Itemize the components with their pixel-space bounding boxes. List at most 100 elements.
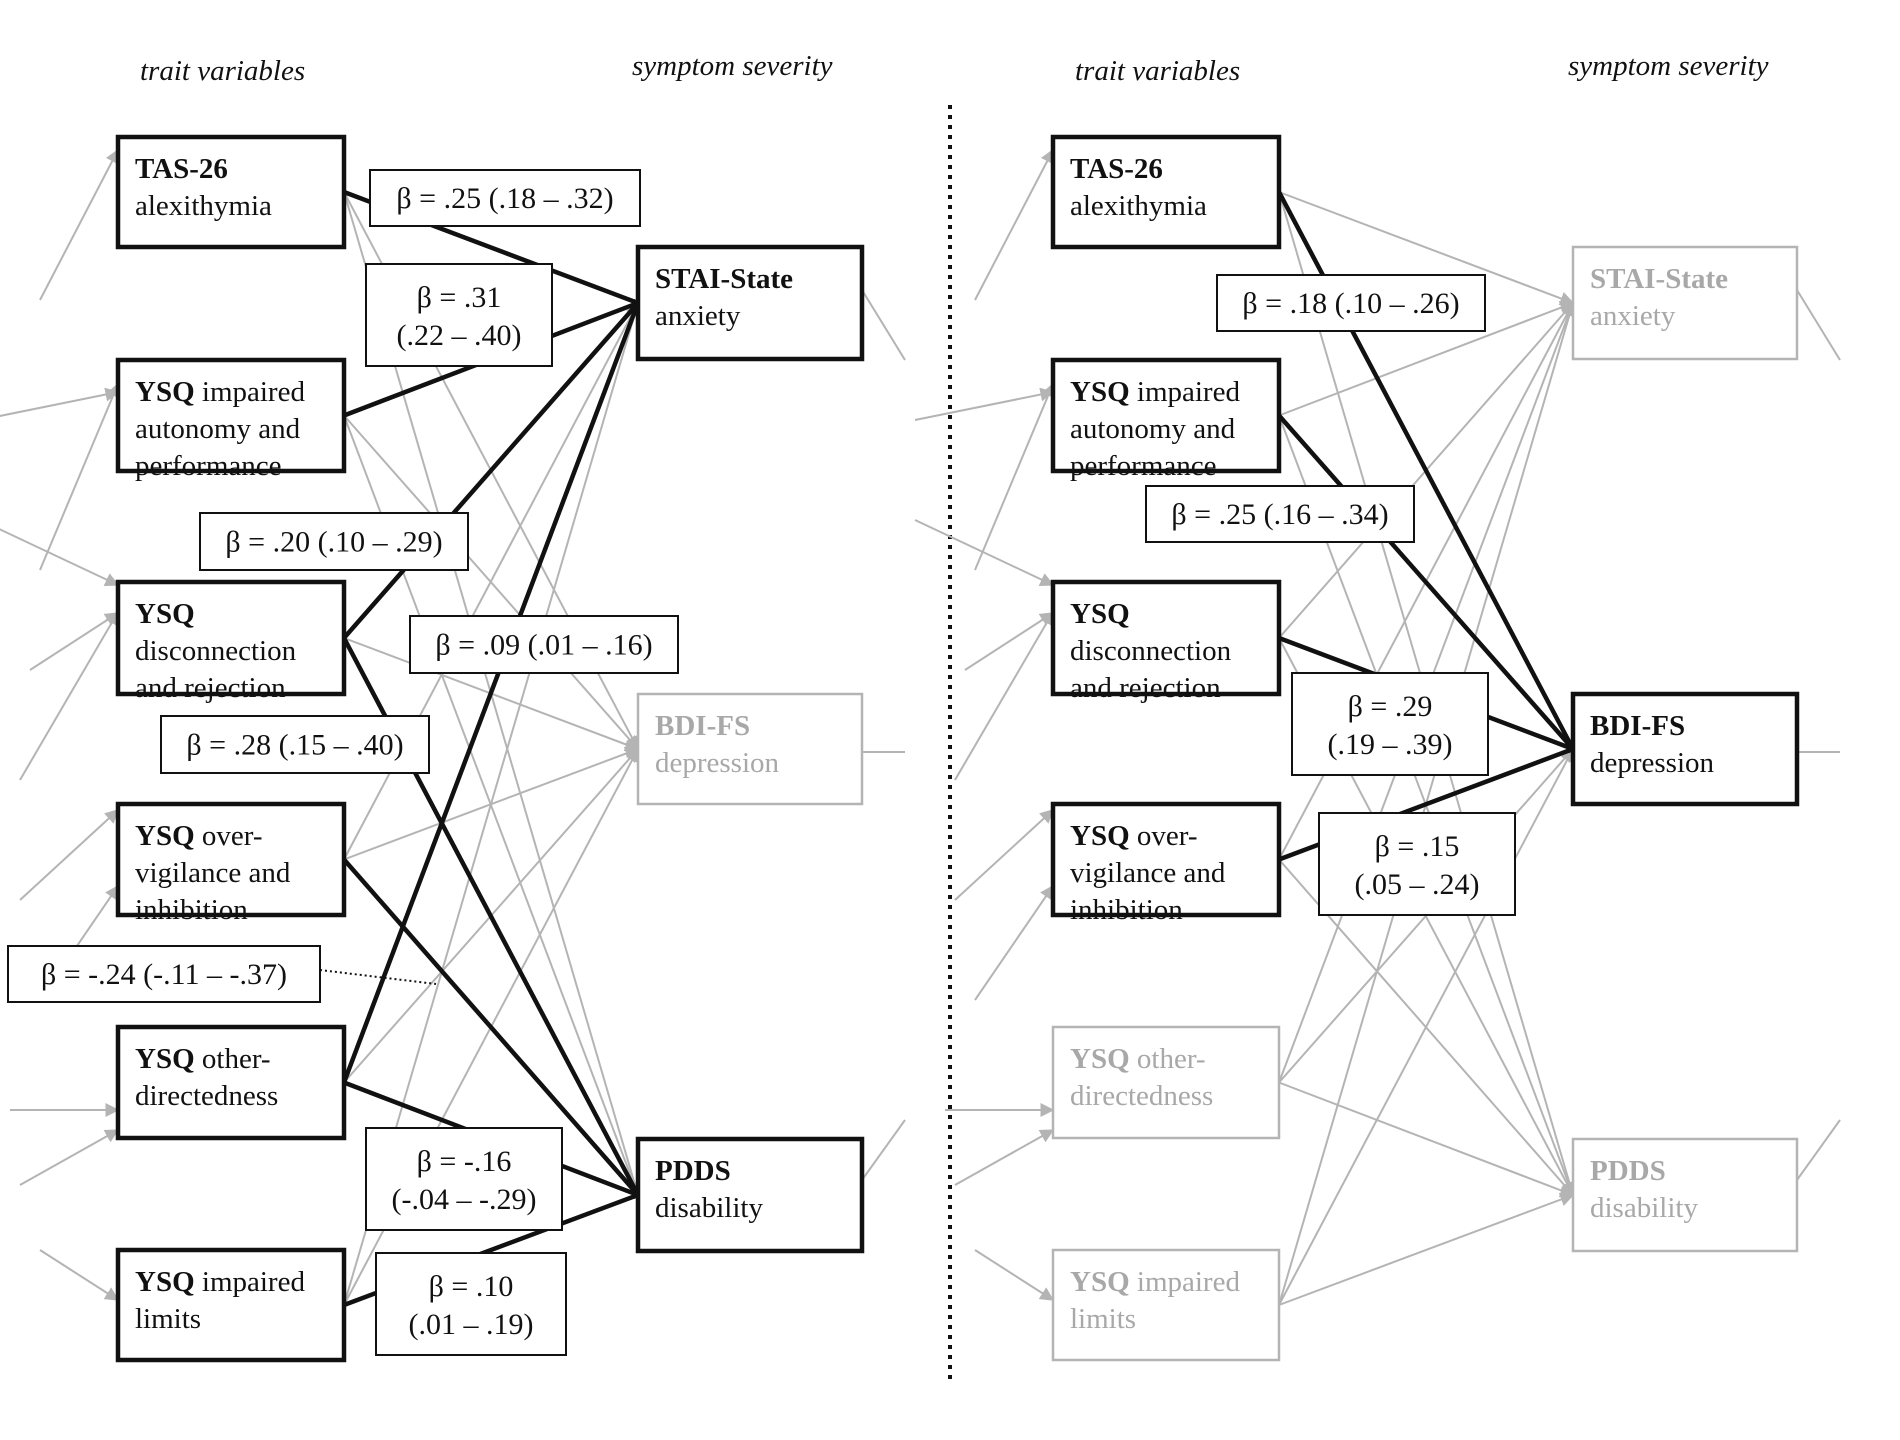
beta-label-box [409, 615, 679, 674]
node-box [1050, 801, 1282, 918]
node-box [1571, 1137, 1799, 1253]
node-label-rest: performance [135, 450, 282, 482]
beta-label-box [1145, 485, 1415, 543]
beta-label-text: β = .25 (.18 – .32) [396, 182, 613, 215]
node-od: YSQ other-directedness [115, 1024, 347, 1141]
node-label-line: BDI-FS [1590, 710, 1685, 742]
node-label-bold: YSQ [1070, 376, 1130, 408]
node-label-bold: YSQ [1070, 1043, 1130, 1075]
node-label-line: limits [135, 1303, 201, 1335]
beta-label-text: β = .20 (.10 – .29) [225, 526, 442, 559]
node-label-bold: YSQ [135, 820, 195, 852]
node-label-rest: vigilance and [1070, 857, 1226, 889]
node-label-rest: limits [1070, 1303, 1136, 1335]
node-box [115, 1247, 347, 1363]
node-label-line: YSQ over- [135, 820, 263, 852]
node-box [1570, 691, 1800, 807]
context-stub-line [861, 289, 906, 361]
beta-label: β = .29(.19 – .39) [1291, 672, 1489, 776]
node-label-bold: YSQ [135, 376, 195, 408]
header-trait-variables-left: trait variables [140, 55, 305, 87]
beta-label-box [365, 1127, 563, 1231]
node-label-line: disability [1590, 1192, 1698, 1224]
node-label-line: performance [135, 450, 282, 482]
context-stub-line [0, 387, 120, 417]
beta-label: β = .18 (.10 – .26) [1216, 274, 1486, 332]
beta-label-text: β = .25 (.16 – .34) [1171, 498, 1388, 531]
context-stub-line [19, 1129, 120, 1186]
node-label-line: disability [655, 1192, 763, 1224]
context-stub-line [1796, 1119, 1841, 1181]
node-label-line: vigilance and [1070, 857, 1226, 889]
path-il-pdds-nonsignificant [1278, 1192, 1575, 1306]
beta-label: β = -.16(-.04 – -.29) [365, 1127, 563, 1231]
beta-label-box [7, 945, 321, 1003]
beta-label: β = .20 (.10 – .29) [199, 512, 469, 571]
beta-label-box [375, 1252, 567, 1356]
node-pdds: PDDS disability [1571, 1137, 1799, 1253]
header-symptom-severity-right: symptom severity [1568, 50, 1769, 82]
context-stub-line [954, 610, 1054, 781]
context-stub-line [974, 148, 1054, 301]
node-il: YSQ impaired limits [115, 1247, 347, 1363]
beta-label-text: β = .18 (.10 – .26) [1242, 287, 1459, 320]
node-label-line: limits [1070, 1303, 1136, 1335]
node-label-rest: and rejection [1070, 672, 1221, 704]
beta-label: β = -.24 (-.11 – -.37) [7, 945, 321, 1003]
context-stub-line [0, 528, 120, 586]
context-stub-line [914, 387, 1055, 421]
context-stub-line [974, 1249, 1055, 1301]
node-label-line: STAI-State [655, 263, 793, 295]
beta-label-box [1216, 274, 1486, 332]
node-label-rest: inhibition [1070, 894, 1183, 926]
node-label-line: YSQ impaired [1070, 1266, 1240, 1298]
node-label-bold: YSQ [1070, 598, 1130, 630]
node-label-line: YSQ over- [1070, 820, 1198, 852]
context-stub-line [964, 612, 1055, 671]
node-label-rest: over- [195, 820, 263, 852]
path-ovi-stai-nonsignificant [343, 301, 639, 860]
node-label-bold: PDDS [1590, 1155, 1666, 1187]
node-label-line: autonomy and [1070, 413, 1236, 445]
node-label-rest: autonomy and [1070, 413, 1236, 445]
node-label-rest: anxiety [1590, 300, 1676, 332]
node-label-bold: YSQ [135, 1266, 195, 1298]
node-label-rest: other- [1130, 1043, 1206, 1075]
node-label-line: YSQ [135, 598, 195, 630]
node-label-line: YSQ [1070, 598, 1130, 630]
node-label-rest: anxiety [655, 300, 741, 332]
beta-label-box [199, 512, 469, 571]
node-label-line: YSQ other- [135, 1043, 271, 1075]
beta-label-line1: β = .15 [1375, 830, 1460, 863]
node-label-rest: alexithymia [1070, 190, 1207, 222]
node-label-line: YSQ impaired [135, 1266, 305, 1298]
node-label-rest: depression [655, 747, 780, 779]
path-iap-bdi-significant [1277, 414, 1575, 751]
beta-label-line1: β = .31 [417, 281, 502, 314]
node-label-line: PDDS [1590, 1155, 1666, 1187]
beta-label: β = .25 (.18 – .32) [369, 169, 641, 227]
beta-label-box [369, 169, 641, 227]
node-box [636, 692, 864, 806]
beta-label-line1: β = -.16 [417, 1145, 512, 1178]
node-label-rest: autonomy and [135, 413, 301, 445]
node-box [115, 1024, 347, 1141]
beta-label-line1: β = .29 [1348, 690, 1433, 723]
node-label-bold: STAI-State [1590, 263, 1728, 295]
node-label-line: and rejection [135, 672, 286, 704]
node-label-rest: limits [135, 1303, 201, 1335]
beta-label-line2: (.01 – .19) [409, 1308, 534, 1341]
beta-label: β = .25 (.16 – .34) [1145, 485, 1415, 543]
node-label-line: alexithymia [135, 190, 272, 222]
beta-label-box [1318, 812, 1516, 916]
path-dr-stai-significant [342, 301, 640, 640]
header-symptom-severity-left: symptom severity [632, 50, 833, 82]
beta-label-line1: β = .10 [429, 1270, 514, 1303]
